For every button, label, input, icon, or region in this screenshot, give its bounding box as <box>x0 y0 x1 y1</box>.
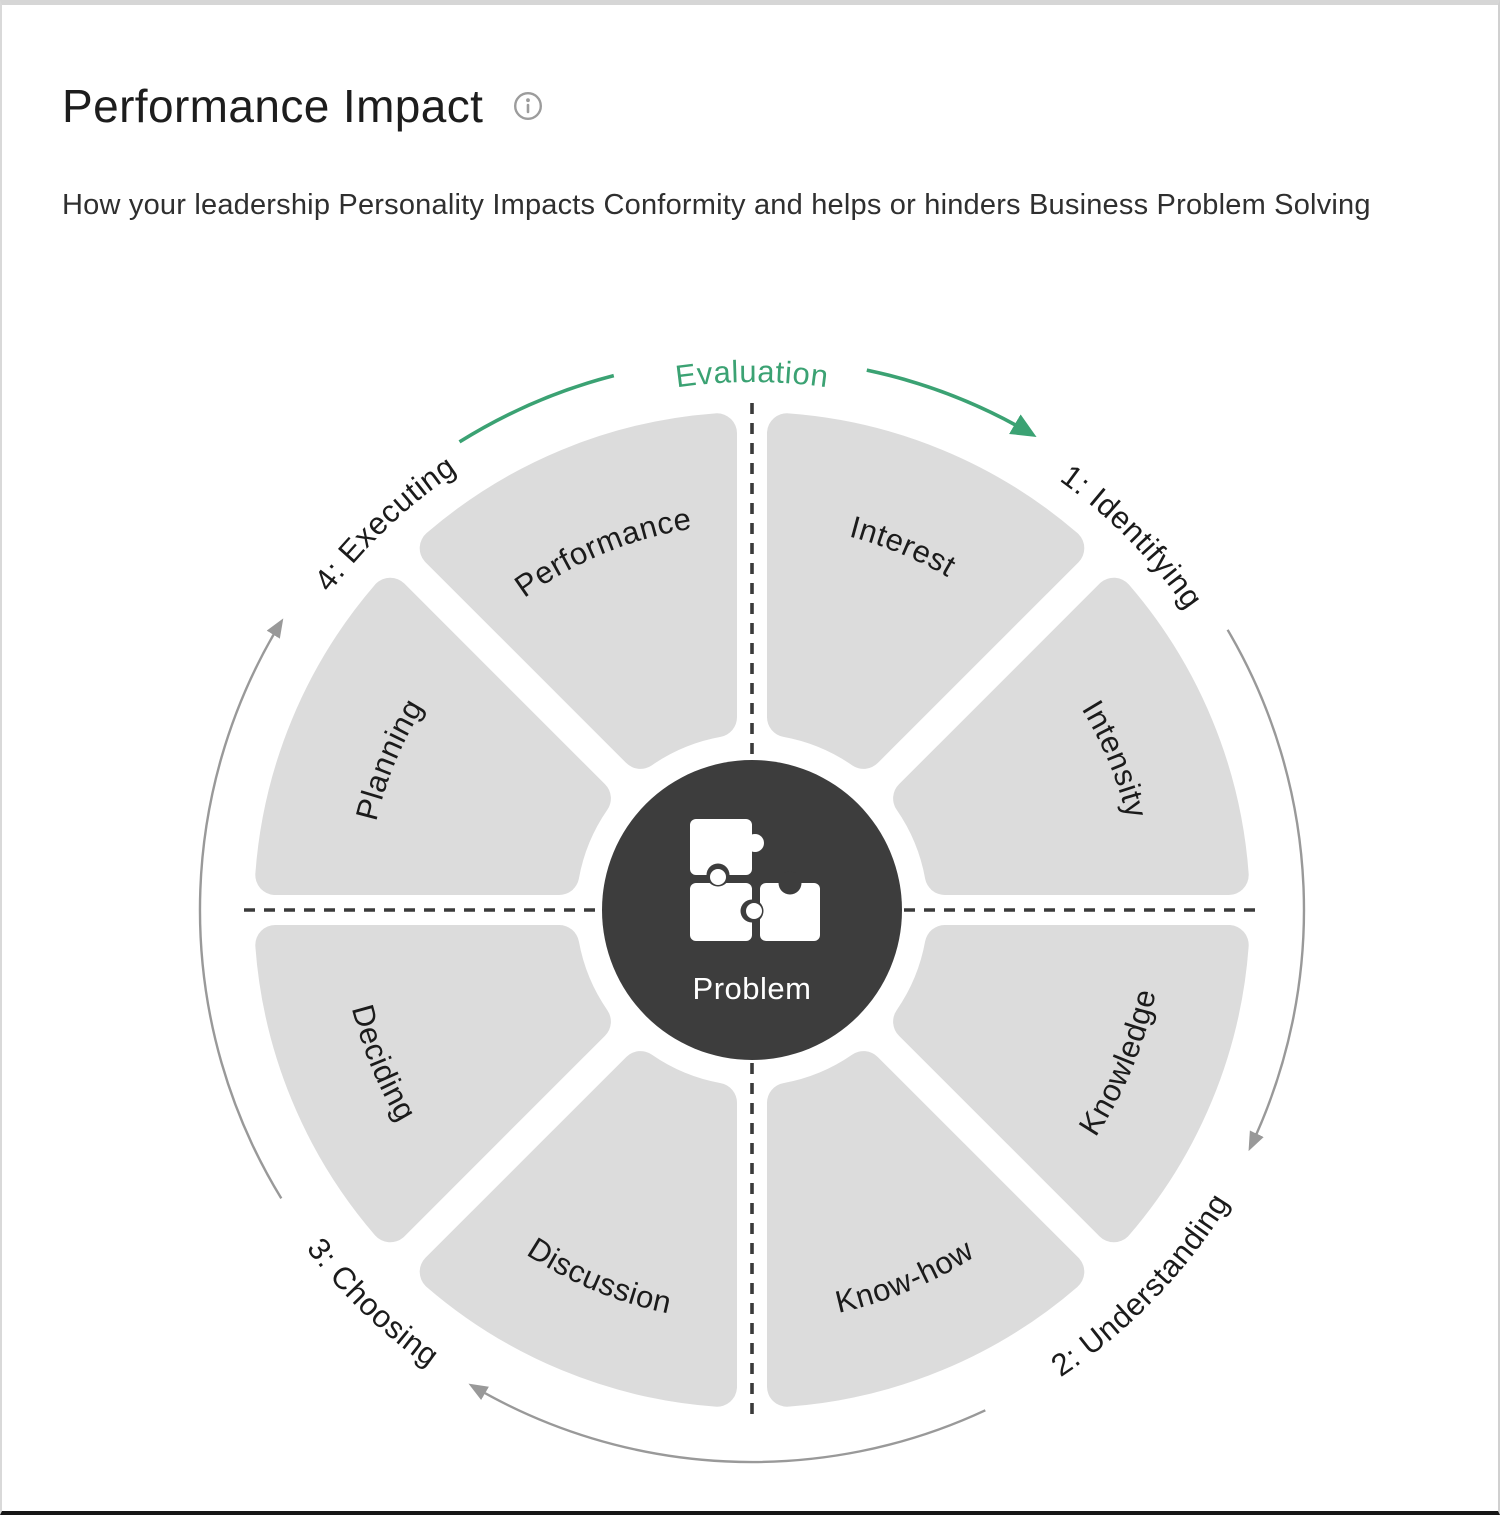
flow-arrow-1 <box>866 368 1037 437</box>
sector-planning <box>255 577 611 895</box>
flow-arrow-2 <box>1226 629 1306 1152</box>
flow-arrows <box>198 368 1306 1464</box>
sector-know-how <box>767 1051 1085 1407</box>
puzzle-icon <box>690 819 820 941</box>
flow-arrow-3 <box>468 1383 986 1464</box>
sector-deciding <box>255 925 611 1243</box>
sector-discussion <box>419 1051 737 1407</box>
page-title: Performance Impact <box>62 80 484 132</box>
problem-label: Problem <box>693 971 812 1006</box>
flow-arrow-0 <box>458 373 615 444</box>
subtitle: How your leadership Personality Impacts … <box>62 189 1371 221</box>
phase-label-text: Evaluation <box>673 354 830 394</box>
phase-label-text: 3: Choosing <box>300 1231 445 1373</box>
flow-arrow-4 <box>198 618 284 1200</box>
phase-label-evaluation: Evaluation <box>673 354 830 394</box>
sector-interest <box>767 413 1085 769</box>
card-header: Performance Impact <box>62 79 543 133</box>
wheel-sectors <box>255 413 1249 1407</box>
center-hub: Problem <box>602 760 902 1060</box>
sector-intensity <box>893 577 1249 895</box>
phase-label-3-choosing: 3: Choosing <box>300 1231 445 1373</box>
sector-knowledge <box>893 925 1249 1243</box>
info-icon[interactable] <box>513 91 543 121</box>
sector-performance <box>419 413 737 769</box>
